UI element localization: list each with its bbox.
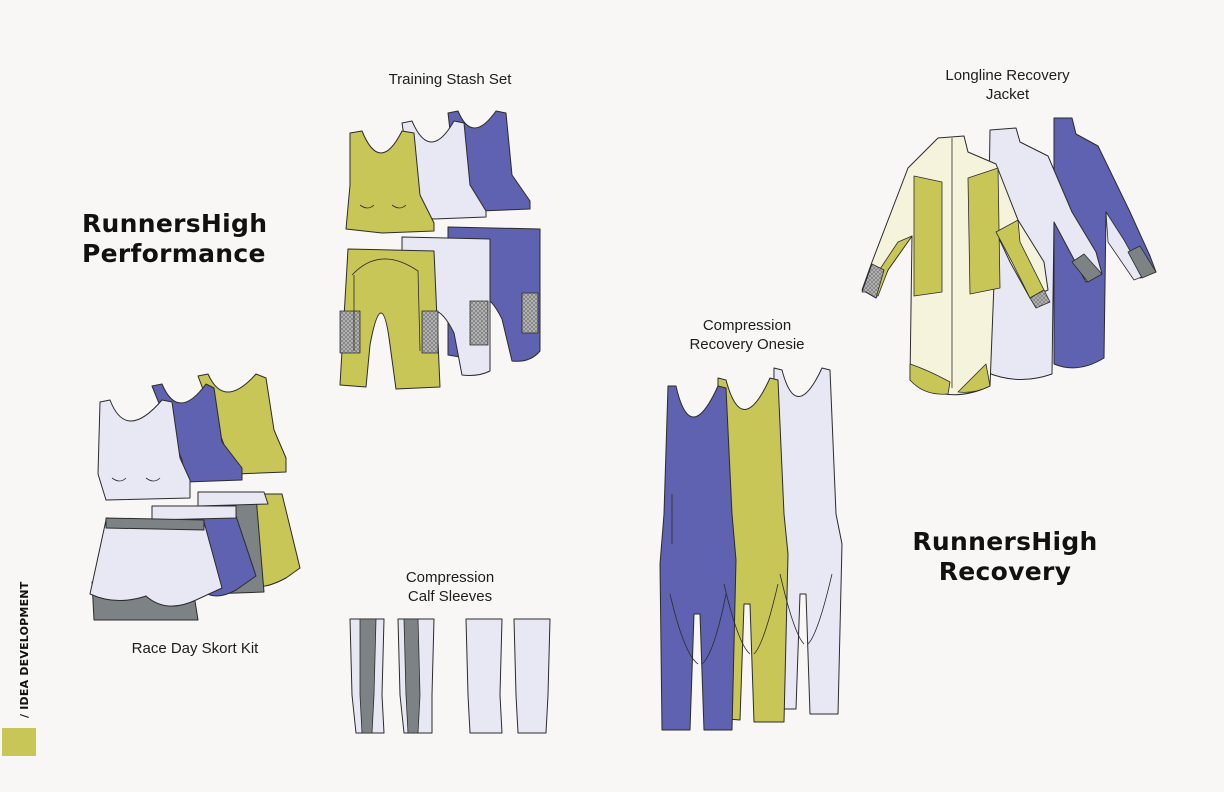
crop-top-lime xyxy=(345,130,435,234)
jacket-white xyxy=(985,127,1103,381)
performance-title-line2: Performance xyxy=(82,239,266,268)
compression-calf-sleeves-illustration xyxy=(349,618,551,734)
training-stash-set-label: Training Stash Set xyxy=(370,70,530,89)
performance-title-line1: RunnersHigh xyxy=(82,209,268,238)
jacket-label-line2: Jacket xyxy=(985,86,1030,103)
jacket-indigo xyxy=(1053,117,1157,369)
race-day-skort-kit-illustration xyxy=(89,373,301,621)
short-lime xyxy=(339,248,441,390)
training-stash-set-illustration xyxy=(339,110,541,390)
tank-indigo xyxy=(151,383,243,483)
skort-white-mid xyxy=(151,505,237,521)
race-day-skort-kit-label: Race Day Skort Kit xyxy=(110,639,280,658)
onesie-indigo xyxy=(659,385,737,731)
skort-white-back xyxy=(197,491,269,507)
recovery-title-line2: Recovery xyxy=(938,557,1072,586)
jacket-label-line1: Longline Recovery xyxy=(945,67,1070,84)
recovery-title-line1: RunnersHigh xyxy=(912,527,1098,556)
skort-white-front xyxy=(89,519,223,607)
section-tab-marker xyxy=(2,728,36,756)
skort-waistband xyxy=(105,517,205,531)
compression-calf-sleeves-label: Compression Calf Sleeves xyxy=(375,568,525,606)
compression-recovery-onesie-illustration xyxy=(659,367,843,731)
recovery-collection-title: RunnersHigh Recovery xyxy=(910,527,1100,587)
performance-collection-title: RunnersHigh Performance xyxy=(82,209,267,269)
calf-sleeve-4 xyxy=(513,618,551,734)
compression-recovery-onesie-label: Compression Recovery Onesie xyxy=(667,316,827,354)
tank-lime xyxy=(197,373,287,475)
longline-recovery-jacket-illustration xyxy=(861,117,1157,396)
tank-white xyxy=(97,399,191,501)
longline-recovery-jacket-label: Longline Recovery Jacket xyxy=(925,66,1090,104)
race-day-skort-kit-label-line1: Race Day Skort Kit xyxy=(131,640,259,657)
section-label: / IDEA DEVELOPMENT xyxy=(18,581,31,718)
calf-sleeve-3 xyxy=(465,618,503,734)
calf-sleeves-label-line2: Calf Sleeves xyxy=(407,588,493,605)
onesie-white xyxy=(771,367,843,715)
onesie-label-line2: Recovery Onesie xyxy=(689,336,805,353)
onesie-label-line1: Compression xyxy=(702,317,792,334)
training-stash-set-label-line1: Training Stash Set xyxy=(388,71,512,88)
calf-sleeves-label-line1: Compression xyxy=(405,569,495,586)
crop-top-white xyxy=(401,120,487,220)
